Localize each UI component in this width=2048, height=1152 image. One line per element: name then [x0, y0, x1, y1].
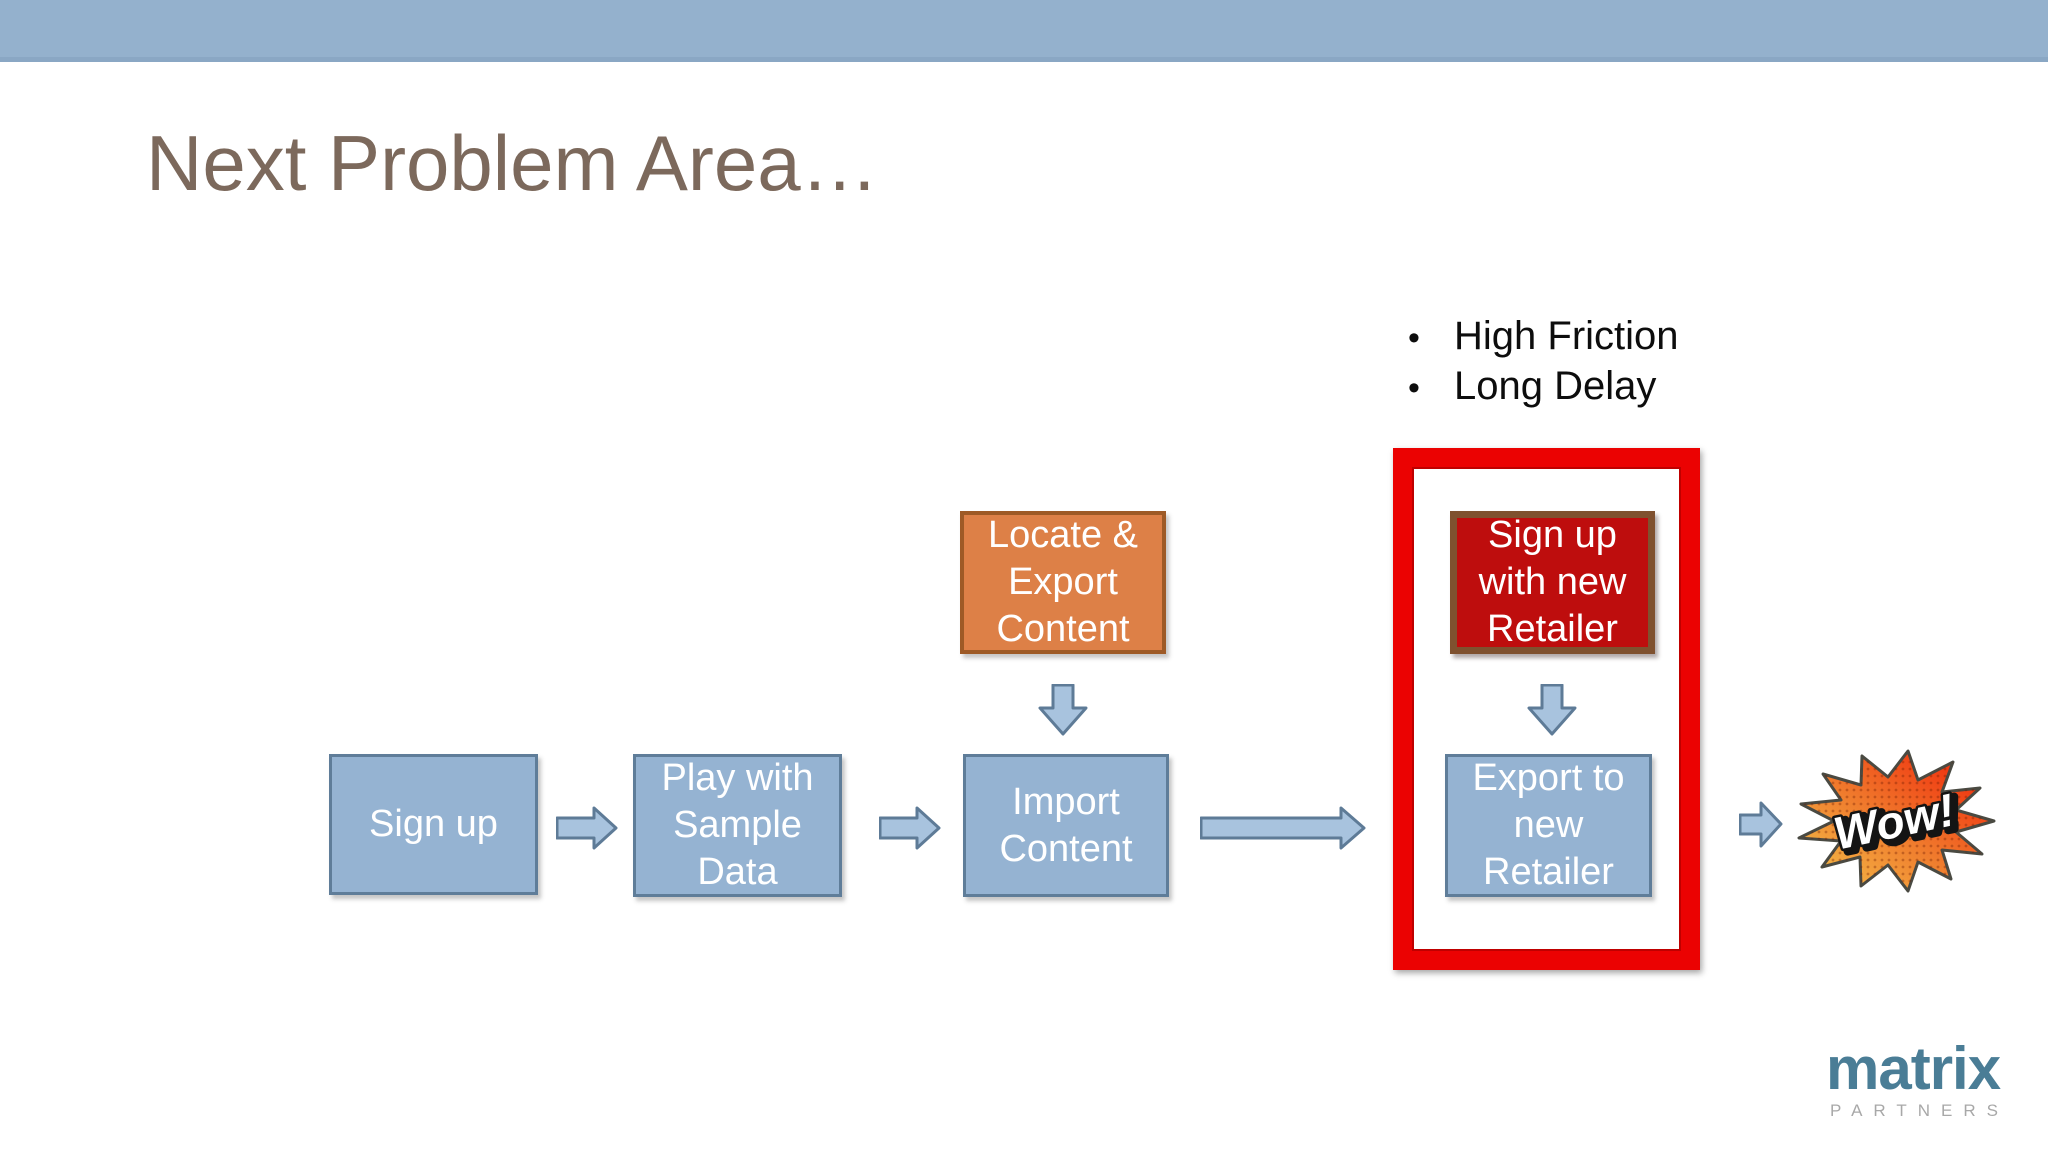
flow-box-label: Locate & Export Content [988, 514, 1138, 650]
arrow-right-icon [879, 806, 941, 850]
arrow-right-long-icon [1200, 806, 1366, 850]
arrow-right-icon [556, 806, 618, 850]
slide-title: Next Problem Area… [146, 119, 879, 207]
flow-box-play-sample: Play with Sample Data [633, 754, 842, 897]
logo-wordmark: matrix [1826, 1035, 2001, 1102]
bullet-list: • High Friction • Long Delay [1408, 312, 1679, 412]
flow-box-label: Import Content [999, 780, 1133, 870]
flow-box-label: Sign up [369, 803, 498, 845]
bullet-item: • High Friction [1408, 312, 1679, 362]
flow-box-signup-new-retailer: Sign up with new Retailer [1450, 511, 1655, 654]
flow-box-label: Sign up with new Retailer [1478, 514, 1627, 650]
arrow-right-small-icon [1739, 801, 1783, 848]
arrow-down-icon [1527, 684, 1577, 736]
top-accent-bar [0, 0, 2048, 62]
matrix-logo: matrix PARTNERS [1826, 1035, 2010, 1121]
arrow-down-icon [1038, 684, 1088, 736]
bullet-dot-icon: • [1408, 369, 1420, 407]
flow-box-sign-up: Sign up [329, 754, 538, 895]
highlight-frame [1393, 448, 1700, 970]
flow-box-label: Play with Sample Data [661, 757, 814, 893]
flow-box-locate-export: Locate & Export Content [960, 511, 1166, 654]
flow-box-import-content: Import Content [963, 754, 1169, 897]
bullet-text: High Friction [1454, 314, 1679, 358]
bullet-item: • Long Delay [1408, 362, 1679, 412]
bullet-dot-icon: • [1408, 319, 1420, 357]
wow-starburst: Wow! Wow! [1797, 749, 1996, 893]
logo-tagline: PARTNERS [1830, 1101, 2010, 1120]
flow-box-export-new-retailer: Export to new Retailer [1445, 754, 1652, 897]
flow-box-label: Export to new Retailer [1472, 757, 1625, 893]
bullet-text: Long Delay [1454, 364, 1657, 408]
